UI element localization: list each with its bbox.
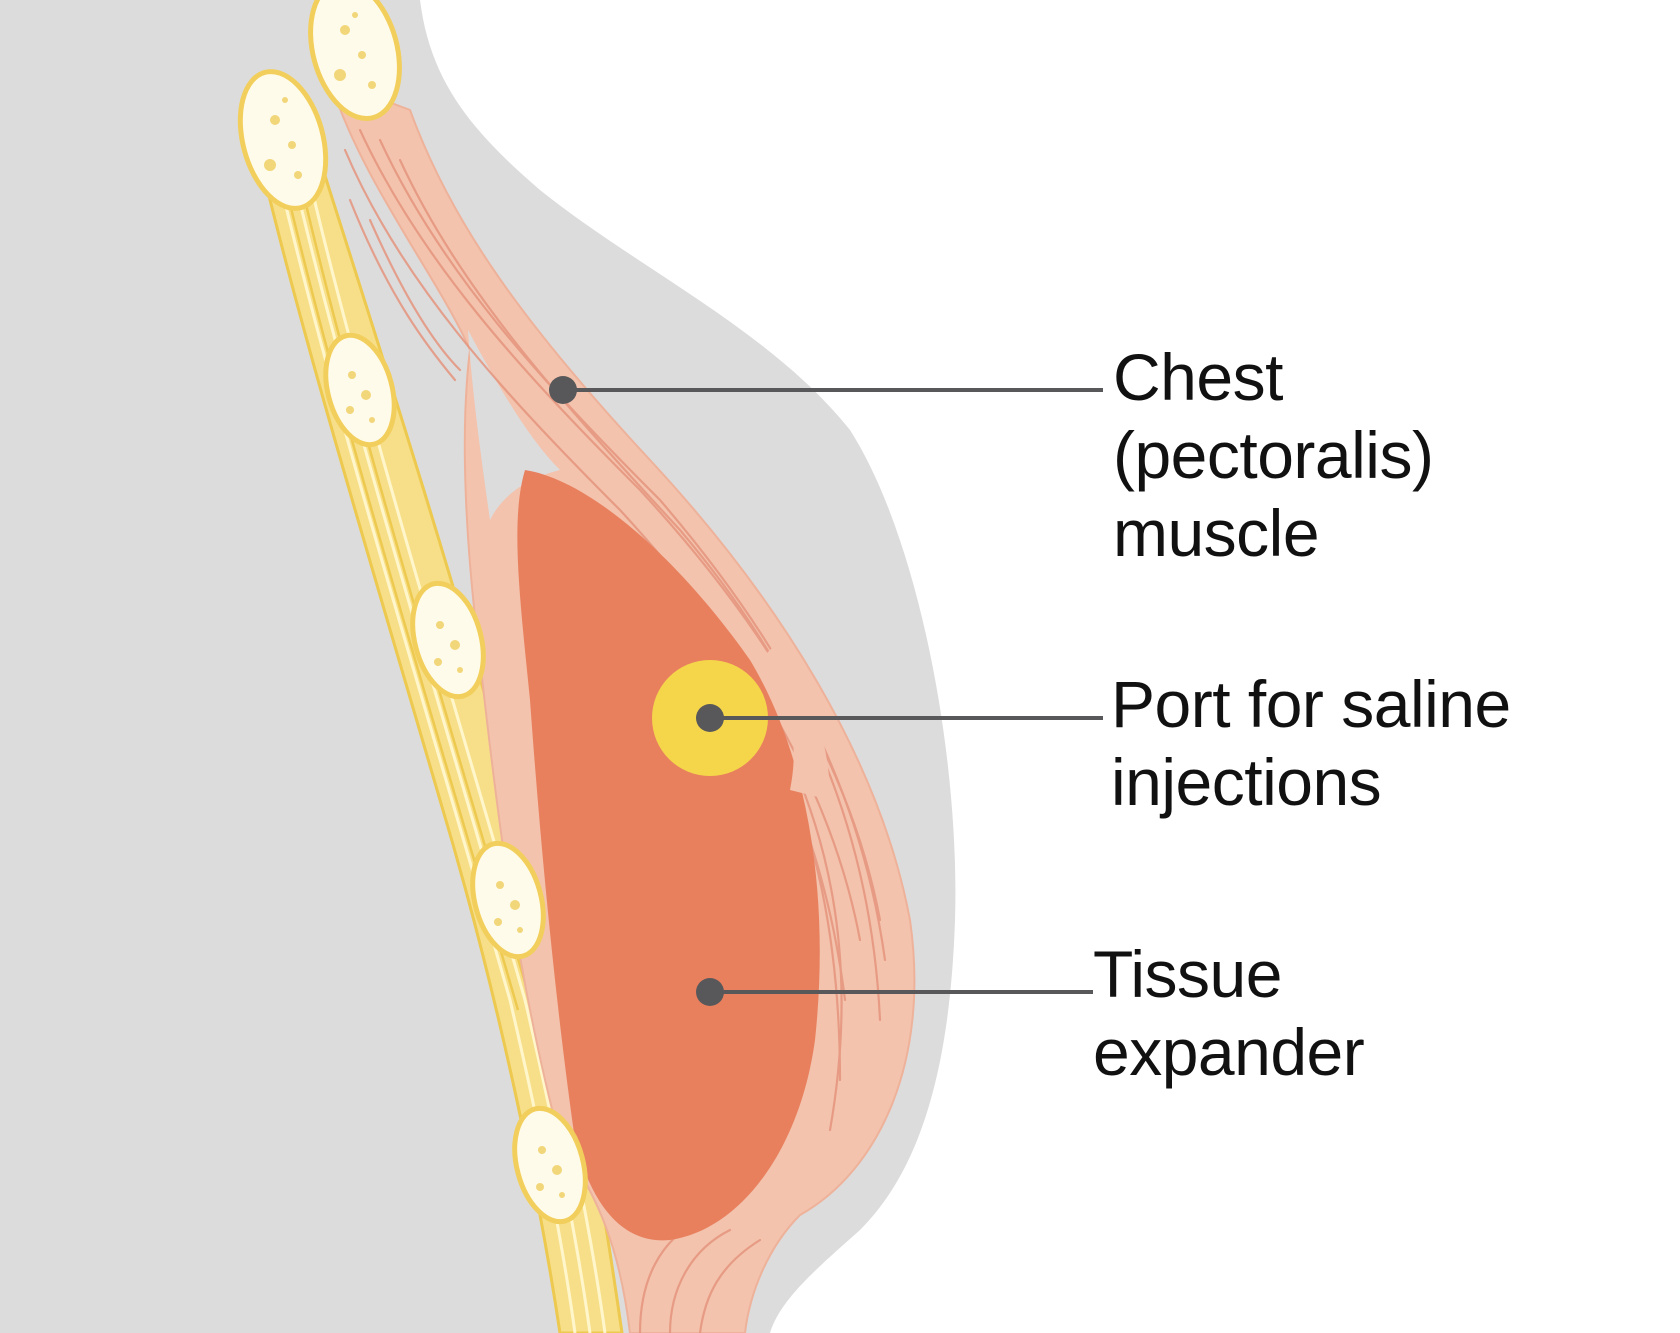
chest-muscle-label-line: (pectoralis) (1113, 418, 1434, 492)
saline-port-dot (696, 704, 724, 732)
saline-port-label-line: Port for saline (1111, 667, 1511, 741)
tissue-expander-label: Tissue expander (1093, 935, 1365, 1091)
tissue-expander-label-line: expander (1093, 1015, 1365, 1089)
rib-bone-pores (264, 12, 565, 1198)
rib-bone (323, 332, 397, 448)
rib-bone (410, 580, 486, 700)
pointer-dots (549, 376, 724, 1006)
rib-bone (237, 69, 329, 211)
rib-bone (512, 1105, 588, 1225)
muscle-gap (468, 330, 560, 520)
rib-bones (237, 0, 588, 1225)
chest-muscle-dot (549, 376, 577, 404)
tissue-expander-label-line: Tissue (1093, 937, 1282, 1011)
chest-muscle-label-line: muscle (1113, 496, 1320, 570)
pointer-lines (563, 388, 1103, 994)
tissue-expander-shape (517, 470, 820, 1241)
chest-muscle-label: Chest (pectoralis) muscle (1113, 338, 1434, 572)
saline-port-label: Port for saline injections (1111, 665, 1511, 821)
chest-muscle-label-line: Chest (1113, 340, 1283, 414)
rib-bone (308, 0, 402, 121)
tissue-expander-dot (696, 978, 724, 1006)
saline-port-label-line: injections (1111, 745, 1382, 819)
rib-bone (470, 840, 546, 960)
